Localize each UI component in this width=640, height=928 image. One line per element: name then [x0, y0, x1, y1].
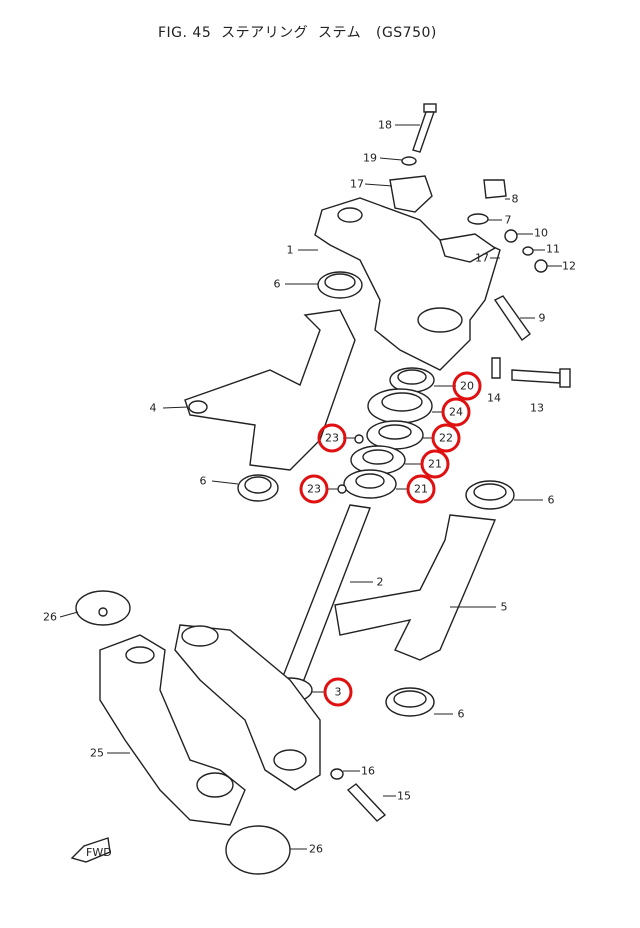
bolt-18	[412, 103, 437, 153]
highlight-circles	[299, 371, 482, 707]
clamp-17	[389, 175, 433, 213]
label-17: 17	[350, 178, 364, 191]
label-20: 20	[460, 380, 474, 393]
label-26a: 26	[43, 611, 57, 624]
washer-14	[491, 357, 501, 379]
cap-26b	[225, 825, 291, 875]
label-21a: 21	[428, 458, 442, 471]
label-6c: 6	[548, 494, 555, 507]
clamp-17b	[439, 233, 497, 263]
nut-12	[534, 259, 548, 273]
bolt-8	[483, 179, 507, 199]
label-18: 18	[378, 119, 392, 132]
label-2: 2	[377, 576, 384, 589]
nut-10	[504, 229, 518, 243]
label-23a: 23	[325, 432, 339, 445]
label-26b: 26	[309, 843, 323, 856]
bolt-9	[493, 295, 531, 342]
label-1: 1	[287, 244, 294, 257]
bracket-5	[334, 514, 497, 661]
label-23b: 23	[307, 483, 321, 496]
label-13: 13	[530, 402, 544, 415]
bolt-15	[346, 783, 387, 822]
fwd-arrow-icon	[70, 837, 111, 863]
label-5: 5	[501, 601, 508, 614]
fwd-label: FWD	[86, 846, 112, 859]
label-21b: 21	[414, 483, 428, 496]
label-17b: 17	[475, 252, 489, 265]
label-6a: 6	[274, 278, 281, 291]
label-22: 22	[439, 432, 453, 445]
leader-lines	[59, 124, 562, 850]
label-11: 11	[546, 243, 560, 256]
label-14: 14	[487, 392, 501, 405]
washer-7	[467, 213, 489, 225]
label-24: 24	[449, 406, 463, 419]
lower-bracket	[174, 624, 321, 791]
figure-title: FIG. 45 ステアリング ステム (GS750)	[158, 25, 437, 41]
label-15: 15	[397, 790, 411, 803]
label-7: 7	[505, 214, 512, 227]
label-4: 4	[150, 402, 157, 415]
label-6b: 6	[200, 475, 207, 488]
nut-16	[330, 768, 344, 780]
bracket-4	[184, 309, 356, 471]
label-10: 10	[534, 227, 548, 240]
label-8: 8	[512, 193, 519, 206]
label-12: 12	[562, 260, 576, 273]
label-9: 9	[539, 312, 546, 325]
ball-23b	[337, 484, 347, 494]
label-16: 16	[361, 765, 375, 778]
washer-19	[401, 156, 417, 166]
label-19: 19	[363, 152, 377, 165]
ball-23a	[354, 434, 364, 444]
label-6d: 6	[458, 708, 465, 721]
washer-11	[522, 246, 534, 256]
label-25: 25	[90, 747, 104, 760]
label-3: 3	[335, 686, 342, 699]
bolt-13	[511, 369, 561, 384]
